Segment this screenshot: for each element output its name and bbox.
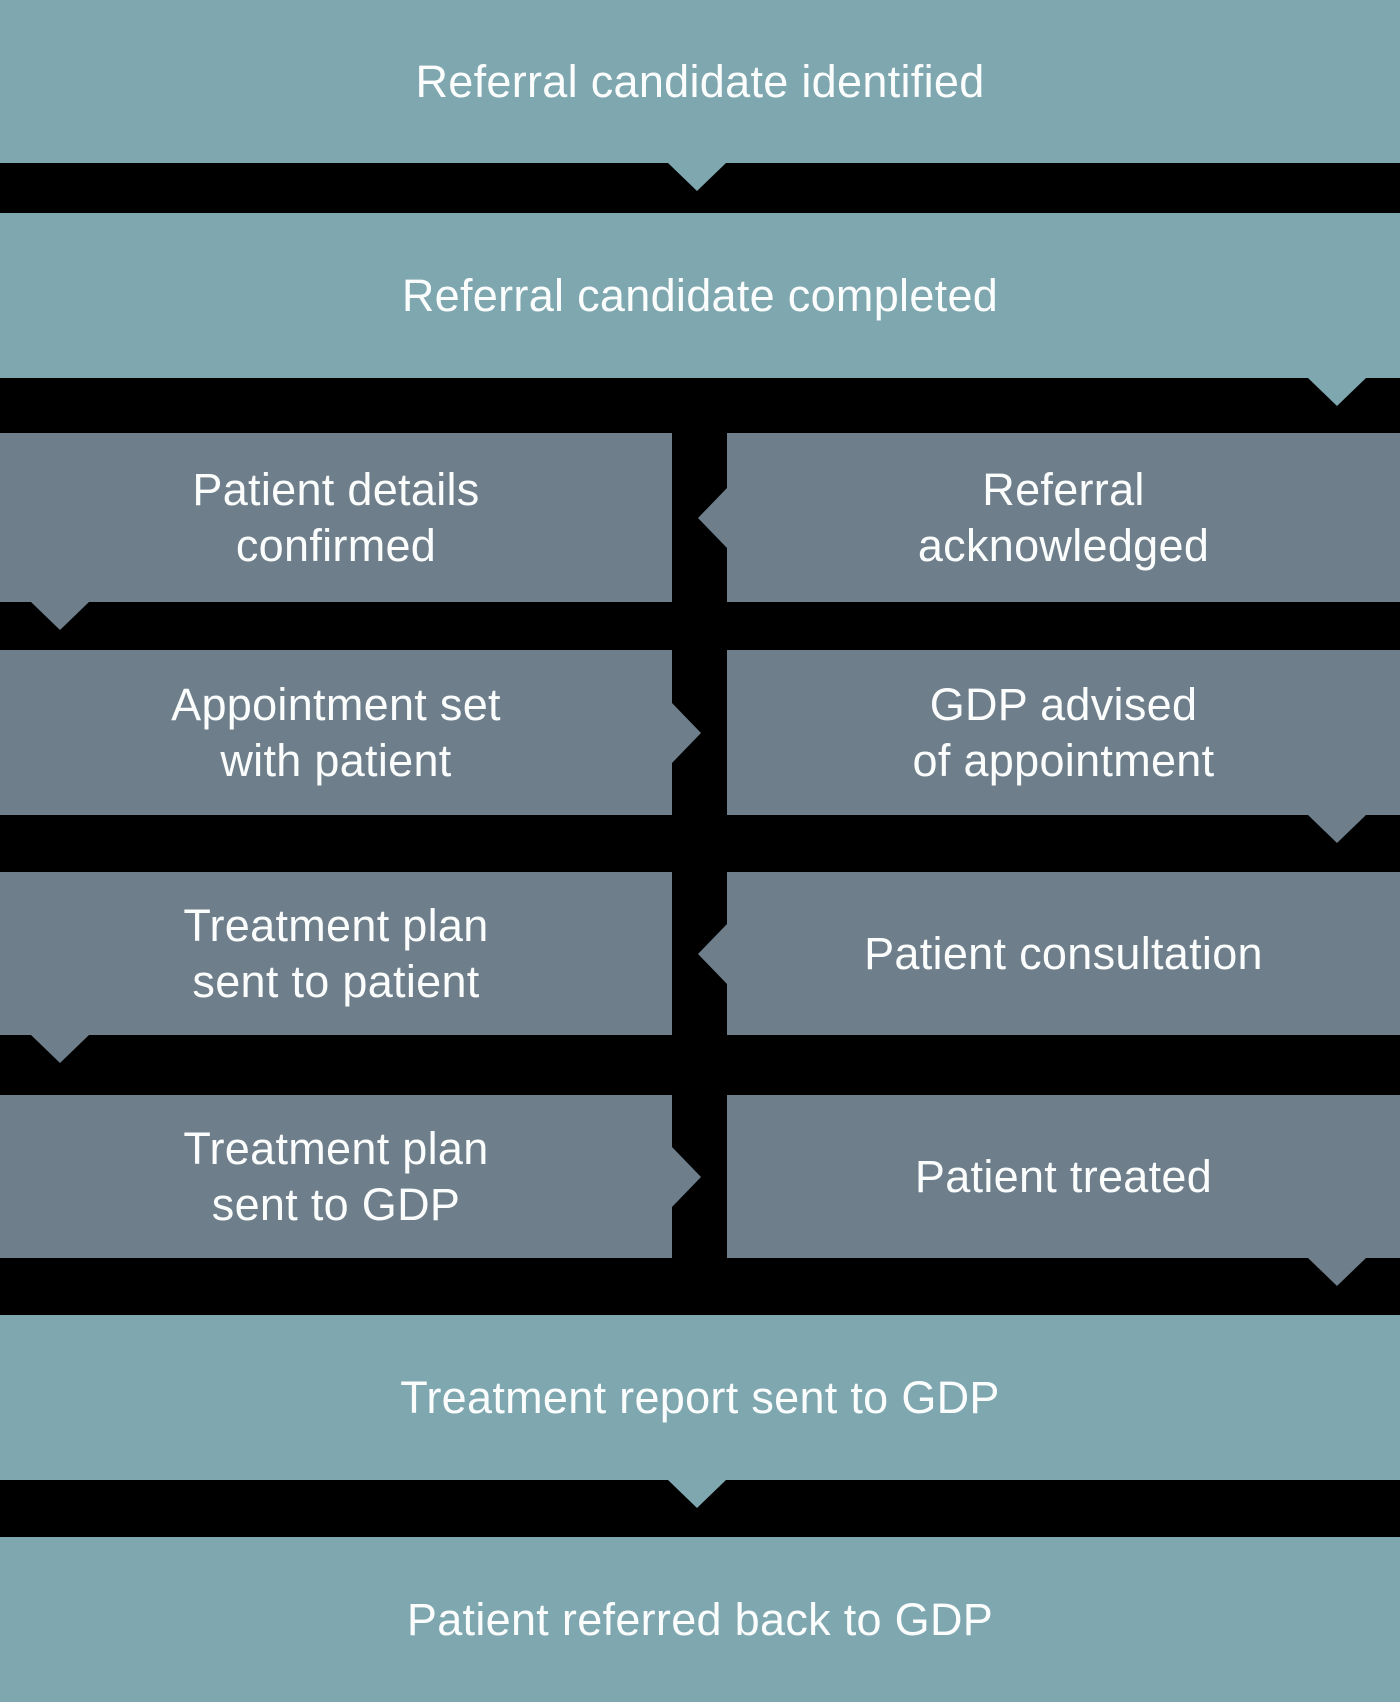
step-treatment-report-sent-to-gdp: Treatment report sent to GDP	[0, 1315, 1400, 1480]
step-patient-details-confirmed: Patient details confirmed	[0, 433, 672, 602]
step-label: Referral candidate completed	[401, 269, 999, 321]
step-label: Patient treated	[914, 1150, 1213, 1202]
arrow-down-icon	[668, 1480, 726, 1508]
step-label: Treatment plan sent to GDP	[183, 1122, 489, 1230]
step-label: Treatment plan sent to patient	[183, 899, 489, 1007]
step-treatment-plan-sent-to-patient: Treatment plan sent to patient	[0, 872, 672, 1035]
step-label: Patient consultation	[864, 927, 1263, 979]
step-patient-treated: Patient treated	[727, 1095, 1400, 1258]
step-label: Treatment report sent to GDP	[400, 1371, 1000, 1423]
arrow-left-icon	[698, 487, 727, 548]
step-label: Patient referred back to GDP	[406, 1593, 994, 1645]
arrow-down-icon	[31, 602, 89, 630]
step-label: Appointment set with patient	[171, 678, 501, 786]
arrow-down-icon	[31, 1035, 89, 1063]
step-referral-candidate-completed: Referral candidate completed	[0, 213, 1400, 378]
step-label: Patient details confirmed	[192, 463, 480, 571]
step-treatment-plan-sent-to-gdp: Treatment plan sent to GDP	[0, 1095, 701, 1258]
step-patient-referred-back-to-gdp: Patient referred back to GDP	[0, 1537, 1400, 1702]
step-referral-acknowledged: Referral acknowledged	[698, 433, 1400, 602]
step-appointment-set-with-patient: Appointment set with patient	[0, 650, 701, 815]
step-label: GDP advised of appointment	[912, 678, 1215, 786]
arrow-left-icon	[698, 923, 727, 984]
arrow-down-icon	[1308, 1258, 1366, 1286]
step-referral-candidate-identified: Referral candidate identified	[0, 0, 1400, 163]
step-gdp-advised-of-appointment: GDP advised of appointment	[727, 650, 1400, 815]
step-label: Referral acknowledged	[917, 463, 1210, 571]
arrow-down-icon	[668, 163, 726, 191]
step-patient-consultation: Patient consultation	[698, 872, 1400, 1035]
arrow-down-icon	[1308, 378, 1366, 406]
arrow-right-icon	[672, 702, 701, 763]
arrow-right-icon	[672, 1146, 701, 1207]
arrow-down-icon	[1308, 815, 1366, 843]
step-label: Referral candidate identified	[415, 55, 985, 107]
